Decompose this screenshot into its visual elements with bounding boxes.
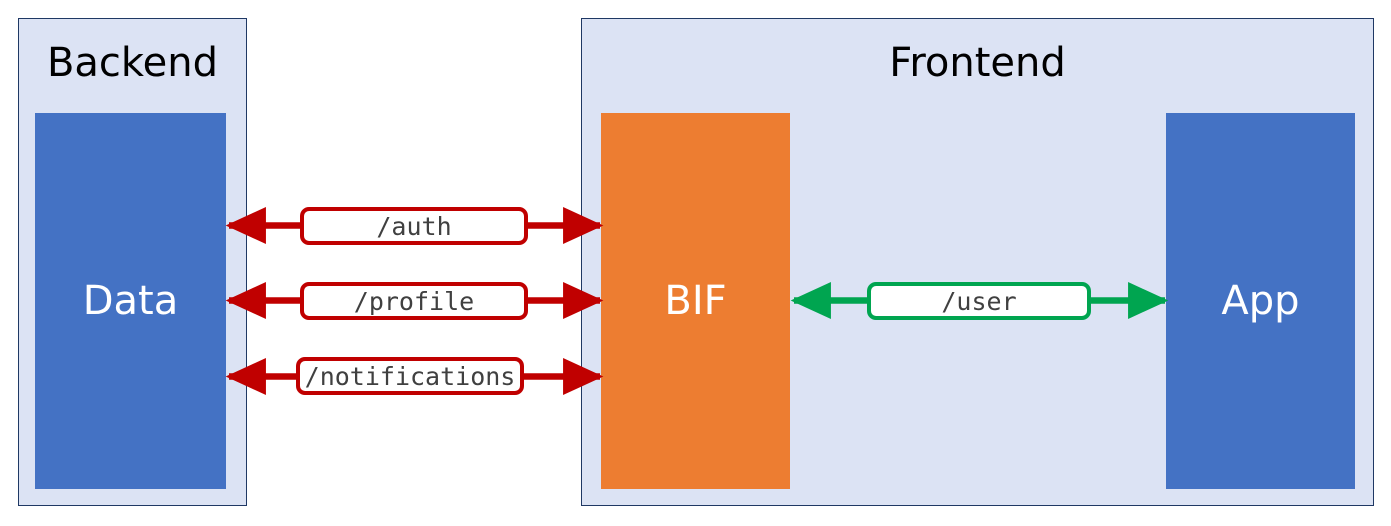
connector-label-user[interactable]: /user	[867, 282, 1091, 320]
node-bif[interactable]: BIF	[601, 113, 790, 489]
group-backend-title: Backend	[46, 40, 219, 86]
group-frontend-title: Frontend	[889, 40, 1066, 86]
connector-label-profile-text: /profile	[353, 286, 475, 316]
node-bif-label: BIF	[664, 278, 727, 324]
node-app[interactable]: App	[1166, 113, 1355, 489]
node-data-label: Data	[82, 278, 179, 324]
node-app-label: App	[1221, 278, 1300, 324]
connector-label-auth[interactable]: /auth	[300, 207, 528, 245]
connector-label-auth-text: /auth	[376, 211, 452, 241]
connector-label-user-text: /user	[941, 286, 1017, 316]
connector-label-notifications-text: /notifications	[304, 361, 516, 391]
connector-label-notifications[interactable]: /notifications	[296, 357, 524, 395]
connector-label-profile[interactable]: /profile	[300, 282, 528, 320]
node-data[interactable]: Data	[35, 113, 226, 489]
